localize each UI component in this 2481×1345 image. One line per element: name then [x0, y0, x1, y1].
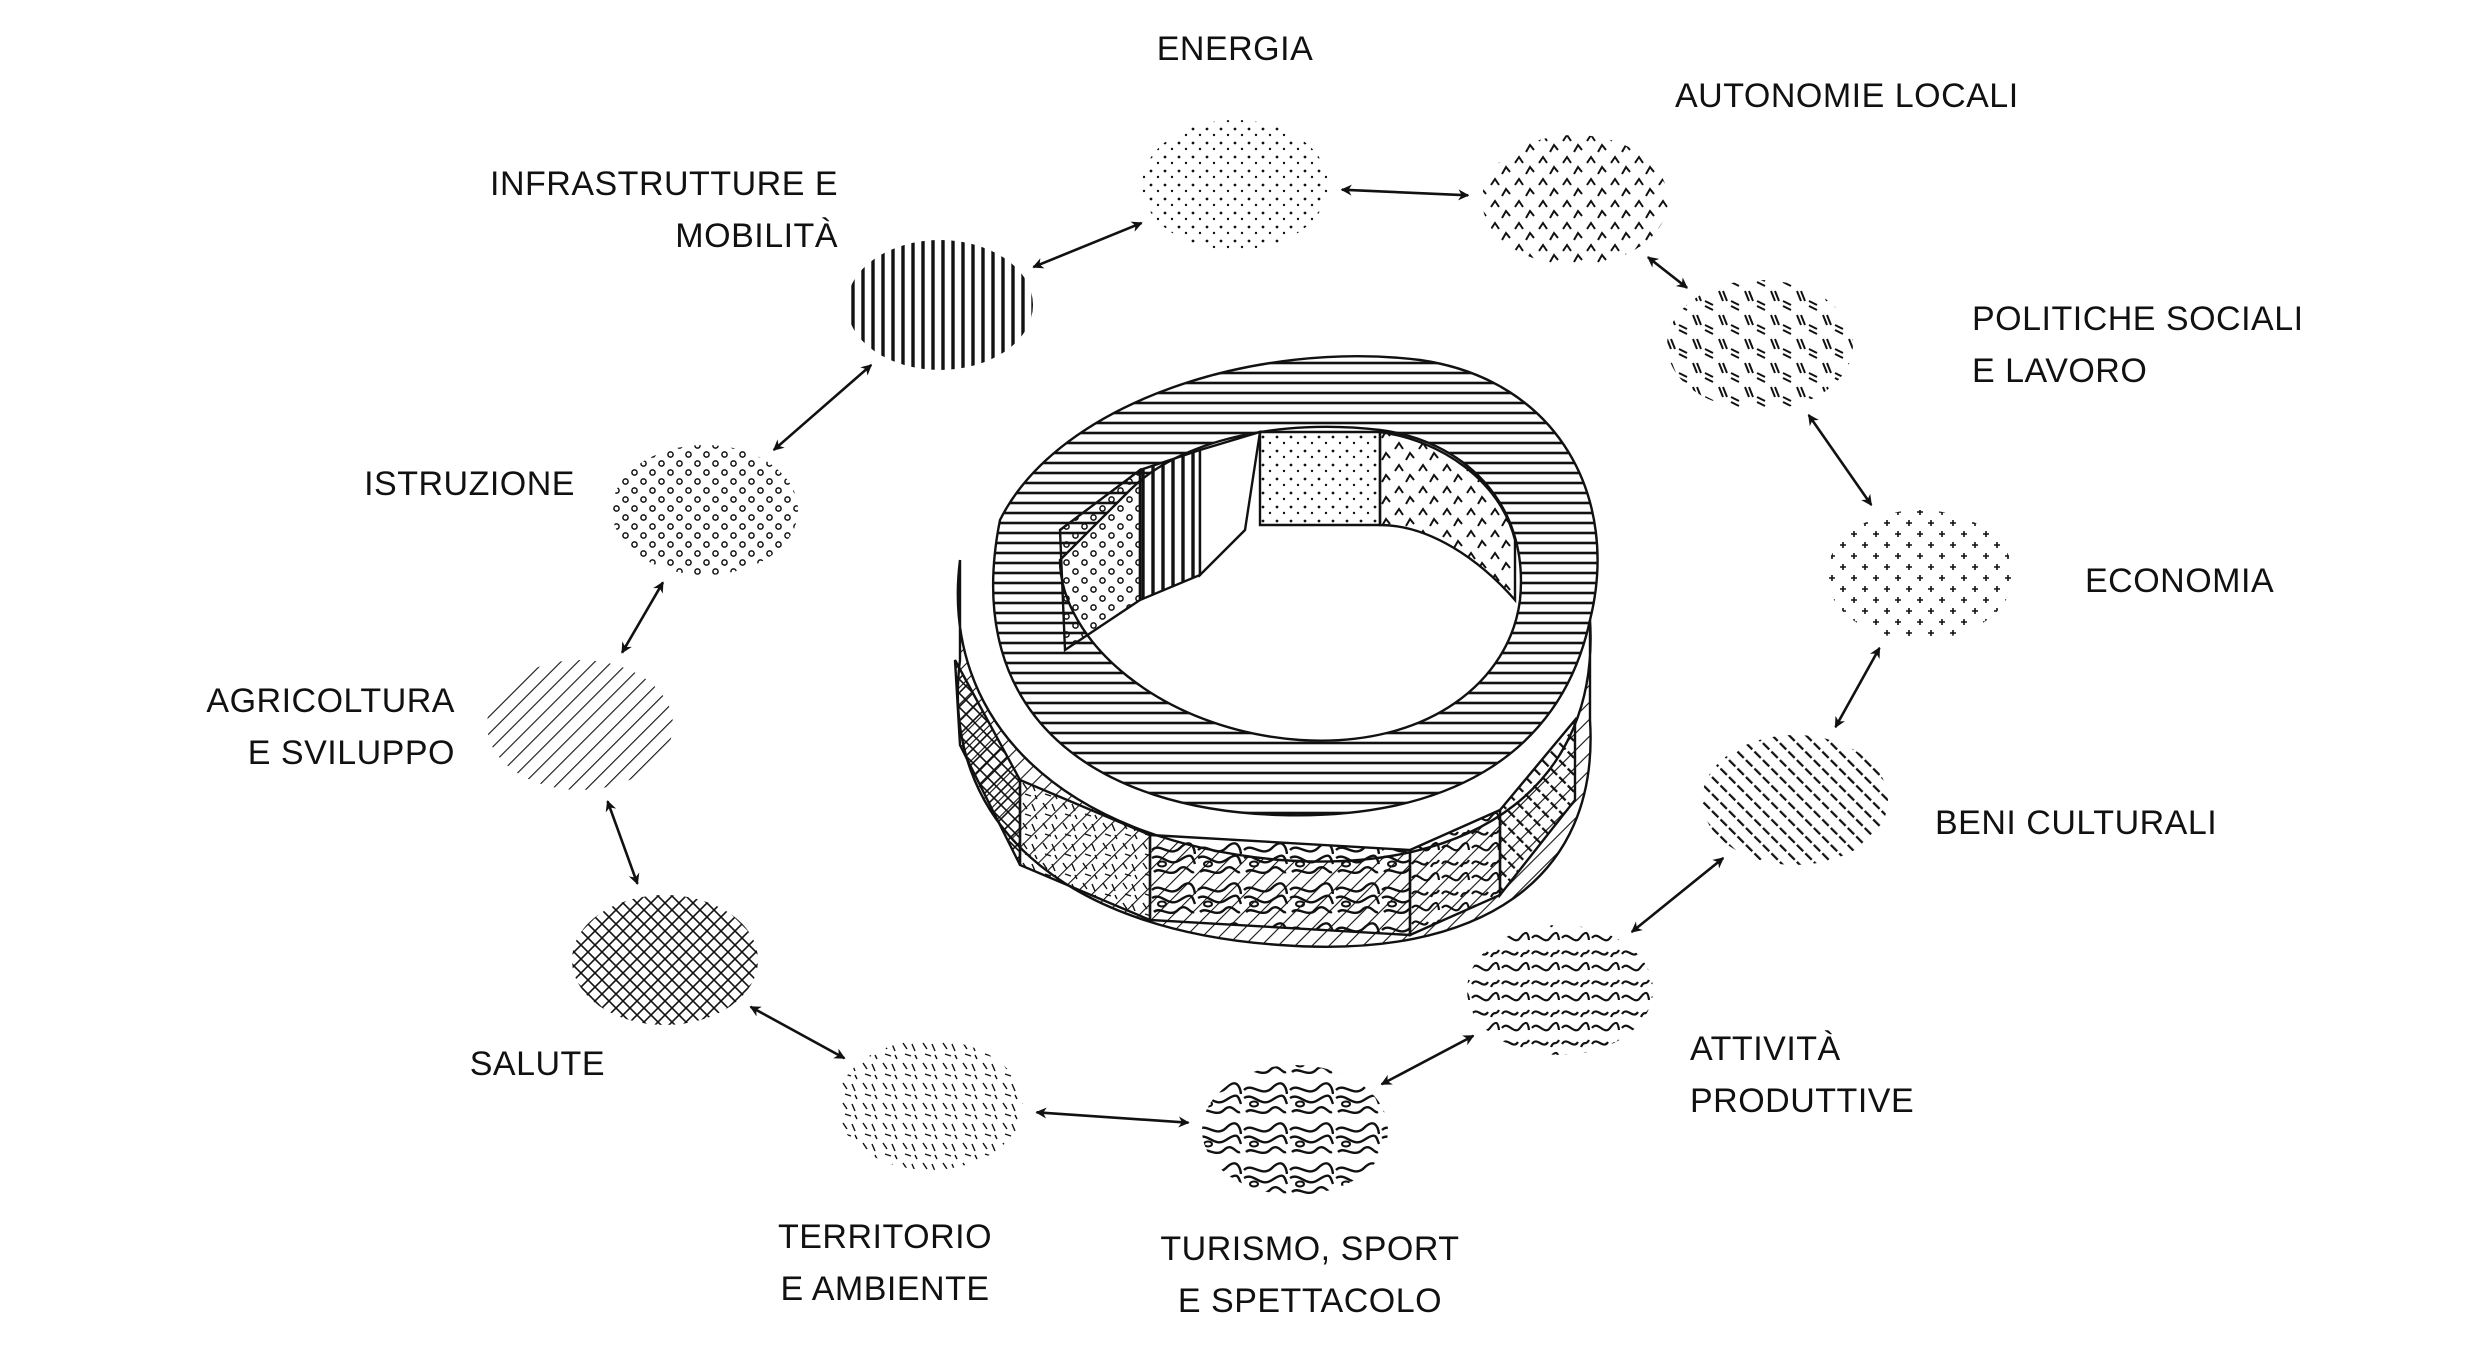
double-arrow — [1807, 414, 1873, 506]
node-istruzione: ISTRUZIONE — [364, 445, 798, 575]
node-label: TERRITORIO — [778, 1218, 992, 1256]
node-label: AGRICOLTURA — [206, 682, 455, 720]
ticks-pattern-ellipse — [837, 1040, 1023, 1170]
policy-nodes: ENERGIA AUTONOMIE LOCALI POLITICHE SOCIALI… — [206, 30, 2303, 1320]
double-arrow — [1834, 646, 1881, 729]
vertical-pattern-ellipse — [847, 240, 1033, 370]
double-arrow — [1340, 184, 1470, 201]
inner-wall-circles — [1058, 467, 1142, 653]
node-politiche-sociali: POLITICHE SOCIALI E LAVORO — [1667, 280, 2304, 410]
ring-side-segment-topo — [1148, 833, 1412, 937]
double-arrow — [1630, 856, 1725, 934]
node-agricoltura-sviluppo: AGRICOLTURA E SVILUPPO — [206, 660, 673, 790]
ring-side-segment-crosshatch — [953, 659, 1022, 866]
plus-pattern-ellipse — [1827, 510, 2013, 640]
node-label: INFRASTRUTTURE E — [490, 165, 838, 203]
node-label: E AMBIENTE — [780, 1270, 989, 1308]
double-arrow — [620, 581, 665, 654]
double-arrow — [749, 1005, 846, 1060]
node-label: PRODUTTIVE — [1690, 1082, 1914, 1120]
inner-wall-vertical — [1138, 448, 1202, 602]
node-label: AUTONOMIE LOCALI — [1675, 77, 2019, 115]
node-label: ECONOMIA — [2085, 562, 2274, 600]
node-label: POLITICHE SOCIALI — [1972, 300, 2304, 338]
double-arrow — [1647, 256, 1688, 289]
node-label: E SPETTACOLO — [1178, 1282, 1442, 1320]
node-label: ENERGIA — [1157, 30, 1314, 68]
node-turismo-sport: TURISMO, SPORT E SPETTACOLO — [1160, 1065, 1459, 1320]
double-arrow — [1035, 1107, 1190, 1128]
inner-wall-chevrons — [1378, 430, 1517, 604]
ring-side-segment-diag — [1498, 716, 1577, 899]
node-territorio-ambiente: TERRITORIO E AMBIENTE — [778, 1040, 1023, 1308]
node-salute: SALUTE — [470, 895, 758, 1083]
inner-wall-step — [1198, 430, 1262, 578]
node-attivita-produttive: ATTIVITÀ PRODUTTIVE — [1467, 925, 1914, 1120]
chevrons-pattern-ellipse — [1482, 135, 1668, 265]
node-label: ISTRUZIONE — [364, 465, 575, 503]
node-label: BENI CULTURALI — [1935, 804, 2217, 842]
node-label: E SVILUPPO — [248, 734, 455, 772]
double-arrow — [1380, 1034, 1475, 1086]
squiggle-pattern-ellipse — [1467, 925, 1653, 1055]
dashes-pattern-ellipse — [1667, 280, 1853, 410]
dots-pattern-ellipse — [1142, 120, 1328, 250]
double-arrow — [772, 363, 873, 452]
node-energia: ENERGIA — [1142, 30, 1328, 250]
node-infrastrutture-mobilita: INFRASTRUTTURE E MOBILITÀ — [490, 165, 1033, 370]
node-label: TURISMO, SPORT — [1160, 1230, 1459, 1268]
double-arrow — [605, 800, 640, 885]
circles-pattern-ellipse — [612, 445, 798, 575]
node-economia: ECONOMIA — [1827, 510, 2274, 640]
ring-side-segment-squiggle — [1408, 808, 1502, 937]
node-label: SALUTE — [470, 1045, 605, 1083]
node-autonomie-locali: AUTONOMIE LOCALI — [1482, 77, 2019, 265]
double-arrow — [1032, 221, 1143, 269]
node-beni-culturali: BENI CULTURALI — [1702, 735, 2217, 865]
ring-side-segment-ticks — [1018, 778, 1152, 922]
topo-pattern-ellipse — [1202, 1065, 1388, 1195]
node-label: ATTIVITÀ — [1690, 1030, 1841, 1068]
central-ring-illustration — [953, 355, 1599, 948]
crosshatch-pattern-ellipse — [572, 895, 758, 1025]
connection-arrows — [605, 184, 1881, 1128]
diag-fwd-pattern-ellipse — [487, 660, 673, 790]
node-label: E LAVORO — [1972, 352, 2147, 390]
inner-wall-dots — [1258, 430, 1382, 527]
node-label: MOBILITÀ — [675, 217, 838, 255]
diag-back-pattern-ellipse — [1702, 735, 1888, 865]
